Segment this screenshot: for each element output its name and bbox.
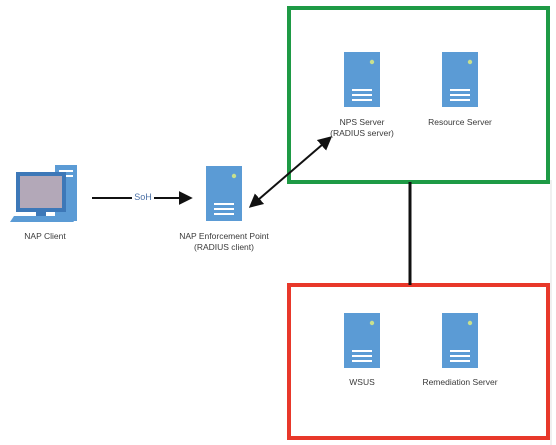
remediation-server-label: Remediation Server — [422, 377, 498, 387]
restricted-zone-box — [287, 283, 550, 440]
resource-server-label: Resource Server — [428, 117, 492, 127]
enforcement-point-label: NAP Enforcement Point (RADIUS client) — [179, 231, 269, 252]
radius-bidirectional-arrow — [248, 136, 333, 208]
resource-server-icon — [442, 52, 478, 107]
soh-edge-label: SoH — [134, 192, 152, 202]
nps-server-label: NPS Server (RADIUS server) — [330, 117, 394, 138]
remediation-server-icon — [442, 313, 478, 368]
enforcement-point-server-icon — [206, 166, 242, 221]
wsus-label: WSUS — [349, 377, 375, 387]
nps-server-icon — [344, 52, 380, 107]
nap-client-computer-icon — [10, 165, 77, 222]
nap-client-label: NAP Client — [24, 231, 66, 241]
secure-zone-box — [287, 6, 550, 184]
wsus-server-icon — [344, 313, 380, 368]
